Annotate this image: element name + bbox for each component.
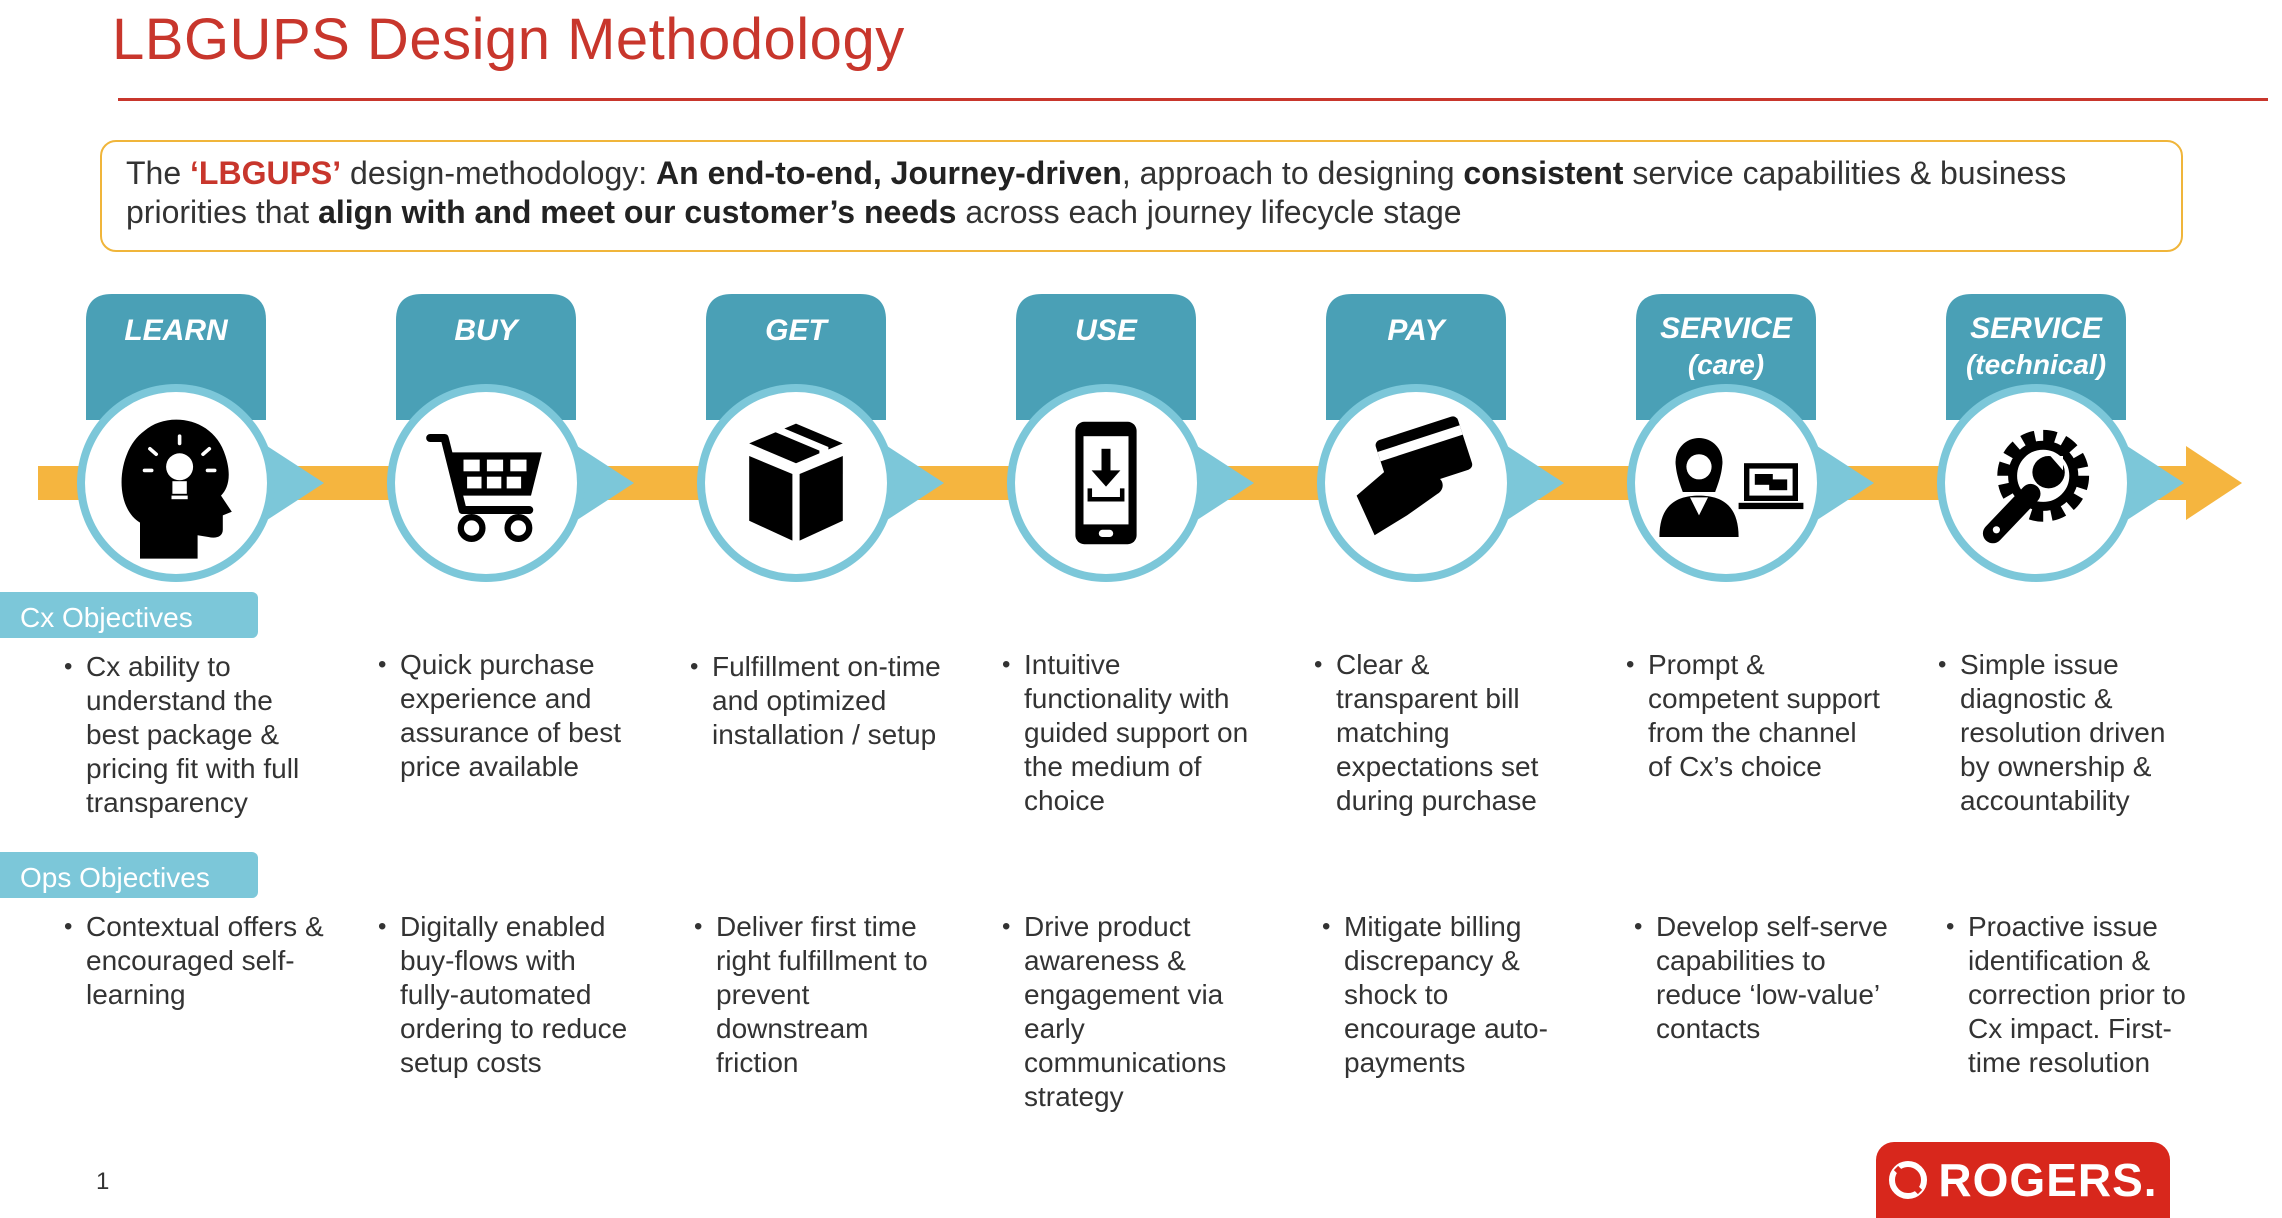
rogers-logo: ROGERS. (1876, 1142, 2170, 1218)
stage-tab (396, 294, 576, 420)
stage-subname: (care) (1688, 349, 1764, 380)
stage-name: SERVICE (1970, 312, 2103, 345)
stage-5: PAY (1317, 294, 1564, 582)
stage-1: LEARN (77, 294, 324, 582)
ops-objectives-label: Ops Objectives (0, 852, 258, 898)
stage-circle (1945, 392, 2127, 574)
cx-objective-service-technical: Simple issue diagnostic & resolution dri… (1938, 648, 2198, 818)
ops-objective-use: Drive product awareness & engagement via… (1002, 910, 1262, 1114)
journey-timeline: LEARN BUY GET USE PAY SERVICE (care) SERVICE (te… (38, 294, 2242, 582)
stage-2: BUY (387, 294, 634, 582)
stage-name: PAY (1387, 314, 1447, 347)
cx-objective-buy: Quick purchase experience and assurance … (378, 648, 638, 784)
cx-objective-use: Intuitive functionality with guided supp… (1002, 648, 1262, 818)
cx-objective-pay: Clear & transparent bill matching expect… (1314, 648, 1574, 818)
phone-download-icon (1075, 422, 1136, 544)
cx-objective-get: Fulfillment on-time and optimized instal… (690, 650, 950, 752)
ops-objective-learn: Contextual offers & encouraged self-lear… (64, 910, 324, 1012)
journey-arrow-head (2186, 446, 2242, 520)
ops-objective-service-technical: Proactive issue identification & correct… (1946, 910, 2206, 1080)
cx-objectives-label: Cx Objectives (0, 592, 258, 638)
stage-tab (1946, 294, 2126, 420)
stage-name: BUY (454, 314, 520, 347)
rogers-logo-icon (1889, 1161, 1928, 1199)
stage-name: LEARN (124, 314, 229, 347)
stage-4: USE (1007, 294, 1254, 582)
stage-tab (706, 294, 886, 420)
stage-name: SERVICE (1660, 312, 1793, 345)
brand-name: ROGERS. (1938, 1154, 2158, 1206)
cx-objective-learn: Cx ability to understand the best packag… (64, 650, 324, 820)
title-divider (118, 98, 2268, 101)
stage-tab (1016, 294, 1196, 420)
stage-tab (1326, 294, 1506, 420)
intro-text: The ‘LBGUPS’ design-methodology: An end-… (126, 155, 2067, 230)
stage-subname: (technical) (1966, 349, 2106, 380)
page-number: 1 (96, 1168, 110, 1195)
stage-6: SERVICE (care) (1627, 294, 1874, 582)
stage-tab (1636, 294, 1816, 420)
ops-objective-pay: Mitigate billing discrepancy & shock to … (1322, 910, 1582, 1080)
stage-name: USE (1075, 314, 1138, 347)
stage-7: SERVICE (technical) (1937, 294, 2184, 582)
cx-objective-service-care: Prompt & competent support from the chan… (1626, 648, 1886, 784)
stage-name: GET (765, 314, 829, 347)
intro-box: The ‘LBGUPS’ design-methodology: An end-… (100, 140, 2183, 252)
ops-objective-get: Deliver first time right fulfillment to … (694, 910, 954, 1080)
page-title: LBGUPS Design Methodology (112, 7, 905, 72)
stage-circle (705, 392, 887, 574)
ops-objective-buy: Digitally enabled buy-flows with fully-a… (378, 910, 638, 1080)
stage-3: GET (697, 294, 944, 582)
ops-objective-service-care: Develop self-serve capabilities to reduc… (1634, 910, 1894, 1046)
stage-tab (86, 294, 266, 420)
